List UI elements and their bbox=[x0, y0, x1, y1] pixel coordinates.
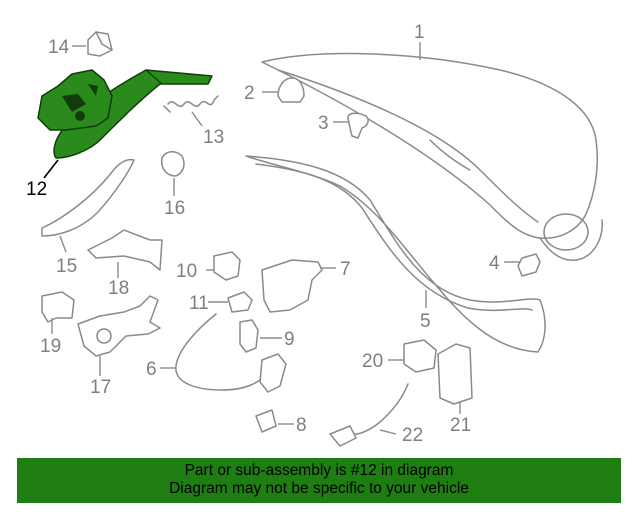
part-1-trunk-lid[interactable] bbox=[261, 52, 603, 261]
part-7-cover[interactable] bbox=[261, 259, 323, 313]
part-15-trim[interactable] bbox=[41, 158, 135, 237]
callout-10[interactable]: 10 bbox=[176, 261, 197, 282]
callout-17[interactable]: 17 bbox=[90, 377, 111, 398]
part-12-trunk-lid-hinge[interactable] bbox=[37, 69, 213, 159]
part-16-plug[interactable] bbox=[160, 151, 185, 177]
part-21-module[interactable] bbox=[437, 343, 473, 405]
part-20-actuator[interactable] bbox=[403, 339, 437, 373]
part-22-release-cable[interactable] bbox=[329, 383, 409, 447]
callout-14[interactable]: 14 bbox=[48, 37, 70, 58]
callout-15[interactable]: 15 bbox=[56, 256, 77, 277]
part-2-bumper[interactable] bbox=[277, 77, 305, 103]
callout-18[interactable]: 18 bbox=[108, 278, 129, 299]
part-17-latch[interactable] bbox=[77, 295, 161, 357]
callout-13[interactable]: 13 bbox=[203, 127, 224, 148]
part-10-switch[interactable] bbox=[213, 251, 241, 281]
callout-19[interactable]: 19 bbox=[40, 336, 61, 357]
callout-20[interactable]: 20 bbox=[362, 351, 383, 372]
callout-1[interactable]: 1 bbox=[414, 22, 425, 43]
callout-9[interactable]: 9 bbox=[284, 329, 295, 350]
callout-16[interactable]: 16 bbox=[164, 198, 185, 219]
callout-22[interactable]: 22 bbox=[402, 425, 423, 446]
callout-8[interactable]: 8 bbox=[296, 415, 307, 436]
part-5-weatherstrip[interactable] bbox=[245, 155, 546, 353]
part-8-clip[interactable] bbox=[255, 409, 277, 433]
part-4-stop[interactable] bbox=[517, 253, 541, 277]
callout-4[interactable]: 4 bbox=[489, 253, 500, 274]
callout-3[interactable]: 3 bbox=[318, 113, 329, 134]
callout-12[interactable]: 12 bbox=[26, 179, 47, 200]
part-14-clip[interactable] bbox=[87, 31, 113, 57]
leader-lines bbox=[43, 42, 520, 435]
part-6-cable[interactable] bbox=[175, 313, 287, 393]
callout-5[interactable]: 5 bbox=[420, 311, 431, 332]
banner-line-2: Diagram may not be specific to your vehi… bbox=[169, 480, 469, 497]
part-18-bracket[interactable] bbox=[87, 229, 163, 271]
part-9-sensor[interactable] bbox=[239, 319, 259, 353]
callout-labels: 1 2 3 4 5 6 7 8 9 10 11 12 13 14 15 16 1… bbox=[26, 22, 500, 446]
callout-6[interactable]: 6 bbox=[146, 359, 157, 380]
banner-line-1: Part or sub-assembly is #12 in diagram bbox=[184, 462, 454, 479]
callout-2[interactable]: 2 bbox=[244, 83, 255, 104]
parts-diagram: 1 2 3 4 5 6 7 8 9 10 11 12 13 14 15 16 1… bbox=[26, 22, 603, 447]
part-13-spring[interactable] bbox=[163, 95, 219, 113]
part-11-connector[interactable] bbox=[227, 291, 253, 313]
info-banner: Part or sub-assembly is #12 in diagram D… bbox=[17, 458, 621, 503]
part-19-clip[interactable] bbox=[41, 291, 75, 323]
callout-11[interactable]: 11 bbox=[189, 293, 209, 314]
callout-21[interactable]: 21 bbox=[450, 415, 471, 436]
part-3-grommet[interactable] bbox=[347, 112, 369, 139]
callout-7[interactable]: 7 bbox=[340, 259, 351, 280]
